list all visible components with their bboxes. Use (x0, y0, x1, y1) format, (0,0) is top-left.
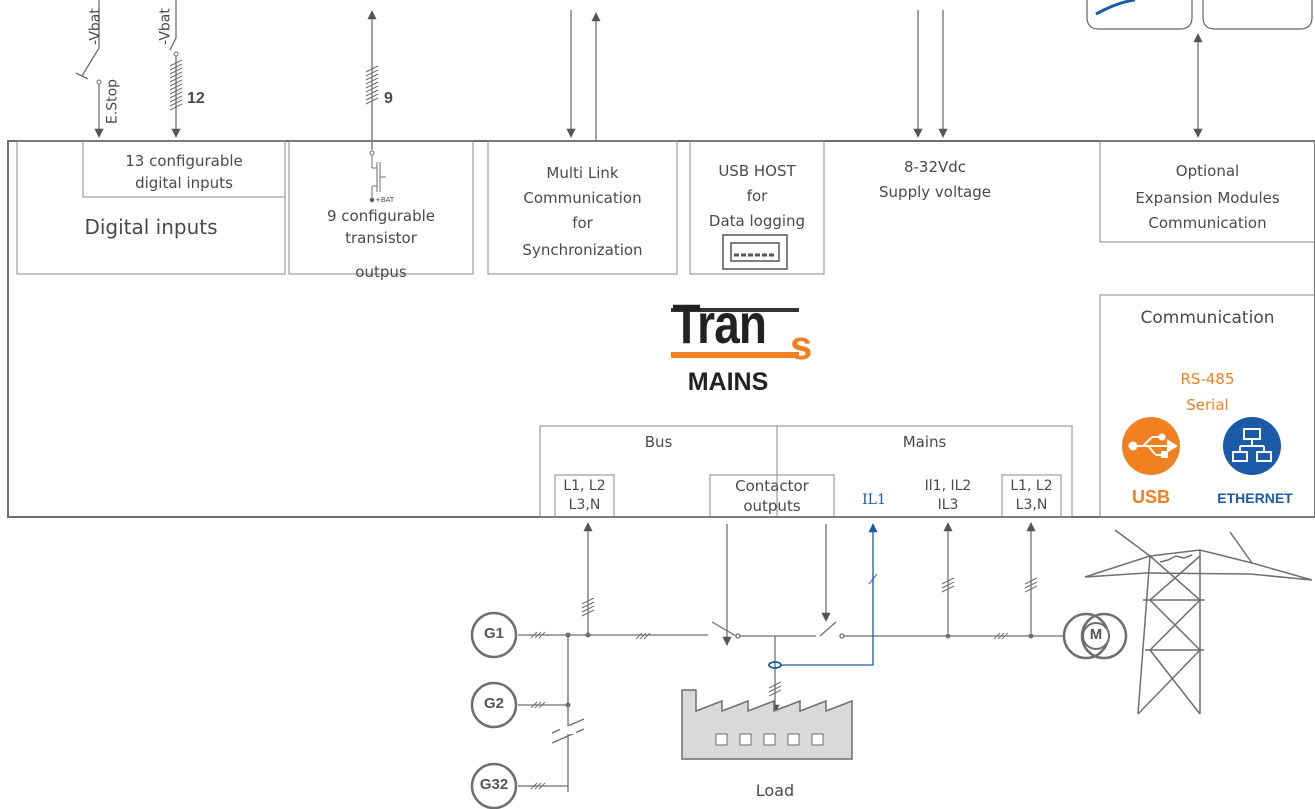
mains-lines-box (1001, 474, 1062, 518)
generator-g2-label: G2 (483, 695, 504, 712)
generator-g2 (470, 681, 518, 729)
expansion-line2: Expansion Modules (1135, 189, 1280, 207)
logo-bar-bottom (671, 352, 799, 358)
load-label: Load (755, 781, 795, 800)
factory-icon (681, 689, 853, 760)
multilink-block (487, 140, 678, 275)
usb-host-line2: for (746, 187, 768, 205)
bus-lines-1: L1, L2 (563, 478, 606, 494)
mains-terminal-group (776, 425, 1073, 518)
vbat-estop-label: -Vbat (87, 8, 104, 45)
communication-block (1099, 294, 1315, 518)
logo-word: Tran (672, 292, 767, 355)
contactor-2: outputs (743, 497, 801, 515)
generator-g1 (470, 611, 518, 659)
transistor-outputs-block (288, 140, 474, 275)
bus-hatch-inputs (169, 59, 183, 111)
bus-label: Bus (644, 433, 673, 451)
bus-lines-box (554, 474, 615, 518)
il1-label: IL1 (862, 492, 886, 508)
usb-label: USB (1131, 487, 1170, 507)
expansion-line1: Optional (1175, 162, 1240, 180)
contactor-1: Contactor (735, 477, 809, 495)
logo-bar-top (671, 308, 799, 312)
multilink-line1: Multi Link (546, 164, 619, 182)
transistor-line1: 9 configurable (327, 207, 435, 225)
usb-host-line1: USB HOST (718, 162, 796, 180)
expansion-block (1099, 140, 1315, 243)
ethernet-label: ETHERNET (1217, 490, 1293, 506)
communication-title: Communication (1140, 308, 1275, 328)
bus-lines-2: L3,N (568, 497, 601, 513)
usb-host-block (689, 140, 825, 275)
generator-g32-label: G32 (479, 776, 509, 793)
transistor-line3: outpus (355, 263, 407, 281)
usb-host-line3: Data logging (708, 212, 806, 230)
logo-product: MAINS (687, 368, 769, 396)
motor-symbol (1062, 612, 1128, 660)
digital-inputs-title: Digital inputs (84, 215, 218, 239)
generator-g32 (470, 762, 518, 809)
usb-port-inner (730, 242, 780, 262)
transistor-line2: transistor (345, 229, 417, 247)
outputs-count: 9 (384, 90, 393, 107)
bus-hatch-outputs (365, 65, 379, 105)
power-bus (518, 621, 1063, 792)
rs485-line1: RS-485 (1180, 370, 1235, 388)
contactor-box (709, 474, 835, 518)
rs485-line2: Serial (1186, 396, 1229, 414)
configurable-inputs-box (82, 140, 286, 198)
supply-line1: 8-32Vdc (903, 158, 967, 176)
transistor-icon (369, 150, 386, 203)
expansion-line3: Communication (1148, 214, 1267, 232)
usb-icon (1122, 417, 1180, 475)
currents-2: IL3 (937, 497, 959, 513)
estop-label: E.Stop (104, 78, 121, 125)
mains-lines-1: L1, L2 (1010, 478, 1053, 494)
usb-port-outer (722, 234, 788, 270)
logo-sub: s (790, 324, 813, 368)
multilink-line4: Synchronization (522, 241, 643, 259)
mains-lines-2: L3,N (1015, 497, 1048, 513)
configurable-inputs-line2: digital inputs (135, 174, 233, 192)
generator-g1-label: G1 (483, 625, 504, 642)
multilink-line3: for (572, 214, 593, 232)
mains-label: Mains (902, 433, 947, 451)
inputs-count: 12 (187, 90, 205, 107)
plus-bat-label: +BAT (375, 196, 395, 204)
transmission-tower-icon (1084, 529, 1313, 715)
ethernet-icon (1223, 417, 1281, 475)
supply-line2: Supply voltage (879, 183, 991, 201)
configurable-inputs-line1: 13 configurable (125, 152, 243, 170)
ring-logo-icon (1095, 0, 1136, 16)
currents-1: Il1, IL2 (924, 478, 972, 494)
multilink-line2: Communication (523, 189, 642, 207)
motor-label: M (1089, 626, 1103, 643)
vbat-inputs-label: -Vbat (157, 8, 174, 45)
